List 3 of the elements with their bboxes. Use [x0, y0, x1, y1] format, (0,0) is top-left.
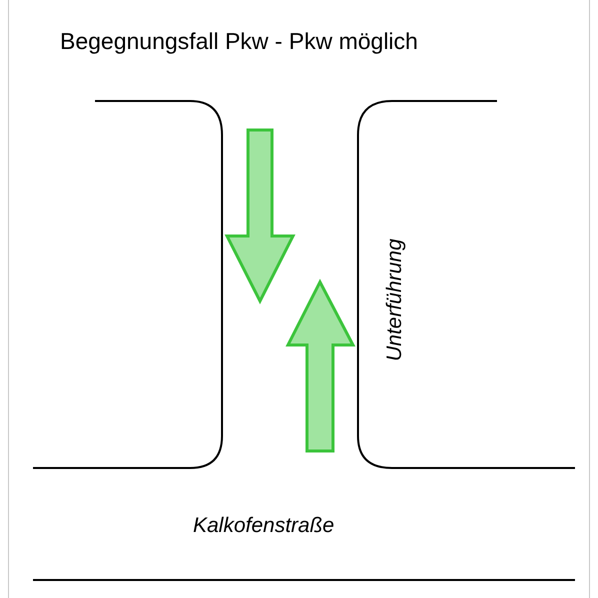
street-label: Kalkofenstraße: [193, 514, 334, 538]
underpass-label: Unterführung: [383, 238, 407, 362]
diagram-title: Begegnungsfall Pkw - Pkw möglich: [60, 28, 418, 55]
